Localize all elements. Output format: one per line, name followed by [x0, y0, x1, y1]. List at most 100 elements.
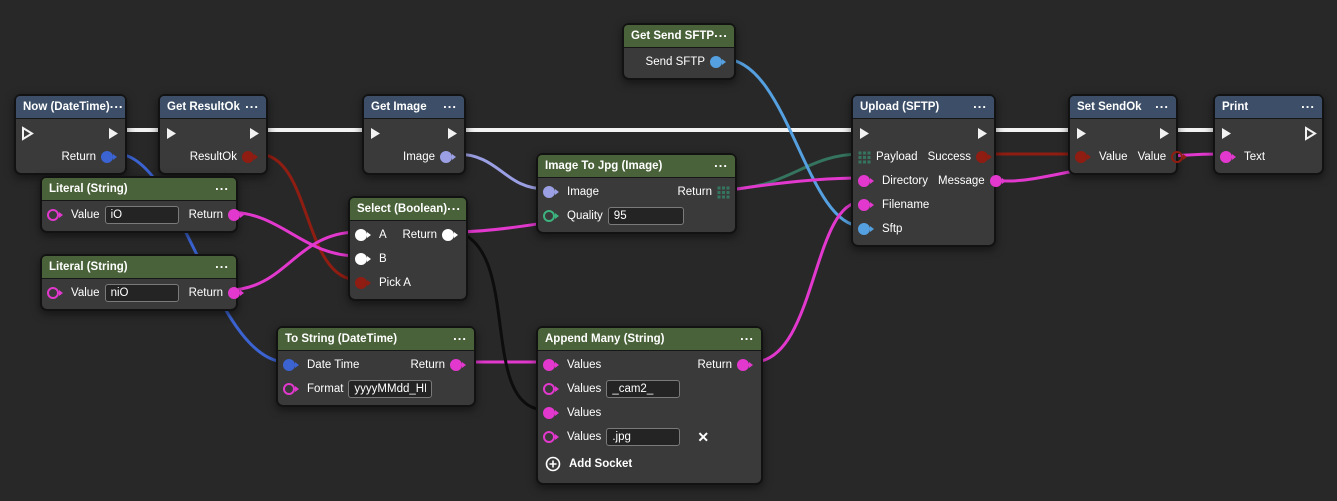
- node-literal-string-1[interactable]: Literal (String) ... Value Return: [40, 176, 245, 233]
- node-set-sendok[interactable]: Set SendOk ... Value Value: [1068, 94, 1188, 175]
- message-output-pin[interactable]: [989, 175, 1009, 187]
- wire-appendmany-return-to-upload-filename[interactable]: [752, 200, 862, 364]
- node-select-boolean[interactable]: Select (Boolean) ... A Return B Pick A: [348, 196, 468, 301]
- node-titlebar[interactable]: Select (Boolean) ...: [350, 198, 466, 221]
- node-to-string-datetime[interactable]: To String (DateTime) ... Date Time Retur…: [276, 326, 476, 407]
- values-input-pin-3[interactable]: [543, 407, 562, 419]
- flow-in-pin[interactable]: [858, 126, 871, 141]
- wire-get-send-sftp-to-upload-sftp[interactable]: [723, 57, 862, 228]
- node-titlebar[interactable]: Print ...: [1215, 96, 1322, 119]
- return-output-pin[interactable]: [101, 151, 120, 163]
- node-menu-icon[interactable]: ...: [740, 328, 754, 343]
- node-menu-icon[interactable]: ...: [109, 96, 124, 111]
- value-input-pin[interactable]: [1075, 151, 1094, 163]
- node-titlebar[interactable]: Set SendOk ...: [1070, 96, 1176, 119]
- send-sftp-output-pin[interactable]: [710, 56, 729, 68]
- quality-field[interactable]: [607, 207, 684, 225]
- return-output-pin[interactable]: [450, 359, 469, 371]
- node-titlebar[interactable]: Get ResultOk ...: [160, 96, 266, 119]
- wire-imagetojpg-return-to-upload-payload[interactable]: [726, 152, 862, 191]
- image-input-pin[interactable]: [543, 186, 562, 198]
- node-menu-icon[interactable]: ...: [1155, 96, 1169, 111]
- resultok-output-pin[interactable]: [242, 151, 261, 163]
- add-socket-button[interactable]: Add Socket: [538, 449, 761, 479]
- node-get-image[interactable]: Get Image ... Image: [362, 94, 466, 175]
- node-titlebar[interactable]: Now (DateTime) ...: [16, 96, 125, 119]
- image-output-pin[interactable]: [440, 151, 459, 163]
- value-field[interactable]: [104, 284, 179, 302]
- wire-resultok-to-select-picka[interactable]: [257, 152, 359, 282]
- node-menu-icon[interactable]: ...: [447, 198, 461, 213]
- values-input-pin-4[interactable]: [543, 431, 562, 443]
- node-titlebar[interactable]: Upload (SFTP) ...: [853, 96, 994, 119]
- flow-out-pin[interactable]: [1304, 125, 1317, 141]
- flow-out-pin[interactable]: [446, 126, 459, 141]
- return-output-pin[interactable]: [228, 287, 247, 299]
- node-titlebar[interactable]: Literal (String) ...: [42, 178, 236, 201]
- node-now-datetime[interactable]: Now (DateTime) ... Return: [14, 94, 127, 175]
- a-input-pin[interactable]: [355, 229, 374, 241]
- flow-in-pin[interactable]: [1075, 126, 1088, 141]
- flow-out-pin[interactable]: [248, 126, 261, 141]
- wire-literal2-return-to-select-a[interactable]: [227, 230, 359, 292]
- node-menu-icon[interactable]: ...: [215, 256, 229, 271]
- return-output-pin[interactable]: [442, 229, 461, 241]
- flow-out-pin[interactable]: [1158, 126, 1171, 141]
- node-menu-icon[interactable]: ...: [714, 155, 728, 170]
- flow-in-pin[interactable]: [165, 126, 178, 141]
- datetime-input-pin[interactable]: [283, 359, 302, 371]
- node-menu-icon[interactable]: ...: [453, 328, 467, 343]
- node-titlebar[interactable]: Image To Jpg (Image) ...: [538, 155, 735, 178]
- delete-socket-icon[interactable]: ✕: [697, 428, 710, 445]
- wire-literal1-return-to-select-b[interactable]: [227, 210, 359, 258]
- payload-input-grid-pin[interactable]: [858, 151, 871, 164]
- value-input-pin[interactable]: [47, 287, 66, 299]
- node-append-many-string[interactable]: Append Many (String) ... Values Return V…: [536, 326, 763, 485]
- values-field-4[interactable]: [606, 428, 681, 446]
- flow-in-pin[interactable]: [1220, 126, 1233, 141]
- success-output-pin[interactable]: [976, 151, 995, 163]
- b-input-pin[interactable]: [355, 253, 374, 265]
- values-input-pin-2[interactable]: [543, 383, 562, 395]
- value-field[interactable]: [104, 206, 179, 224]
- node-menu-icon[interactable]: ...: [973, 96, 987, 111]
- text-input-pin[interactable]: [1220, 151, 1239, 163]
- pick-a-input-pin[interactable]: [355, 277, 374, 289]
- node-get-resultok[interactable]: Get ResultOk ... ResultOk: [158, 94, 268, 175]
- node-titlebar[interactable]: Get Send SFTP ...: [624, 25, 734, 48]
- value-input-pin[interactable]: [47, 209, 66, 221]
- node-titlebar[interactable]: To String (DateTime) ...: [278, 328, 474, 351]
- node-menu-icon[interactable]: ...: [215, 178, 229, 193]
- wire-get-image-to-imagetojpg[interactable]: [455, 152, 547, 191]
- node-menu-icon[interactable]: ...: [245, 96, 259, 111]
- filename-input-pin[interactable]: [858, 199, 877, 211]
- format-field[interactable]: [348, 380, 433, 398]
- return-output-grid-pin[interactable]: [717, 186, 730, 199]
- node-literal-string-2[interactable]: Literal (String) ... Value Return: [40, 254, 245, 311]
- node-menu-icon[interactable]: ...: [1301, 96, 1315, 111]
- node-titlebar[interactable]: Get Image ...: [364, 96, 464, 119]
- node-image-to-jpg[interactable]: Image To Jpg (Image) ... Image Return Qu…: [536, 153, 737, 234]
- quality-input-pin[interactable]: [543, 210, 562, 222]
- wire-select-return-to-appendmany-values3[interactable]: [457, 230, 547, 412]
- sftp-input-pin[interactable]: [858, 223, 877, 235]
- format-input-pin[interactable]: [283, 383, 302, 395]
- values-input-pin-1[interactable]: [543, 359, 562, 371]
- flow-out-pin[interactable]: [107, 126, 120, 141]
- values-field-2[interactable]: [606, 380, 681, 398]
- return-output-pin[interactable]: [228, 209, 247, 221]
- value-output-pin[interactable]: [1171, 151, 1190, 163]
- node-menu-icon[interactable]: ...: [443, 96, 457, 111]
- flow-in-pin[interactable]: [369, 126, 382, 141]
- flow-in-pin[interactable]: [21, 125, 34, 141]
- node-titlebar[interactable]: Literal (String) ...: [42, 256, 236, 279]
- node-get-send-sftp[interactable]: Get Send SFTP ... Send SFTP: [622, 23, 736, 80]
- node-titlebar[interactable]: Append Many (String) ...: [538, 328, 761, 351]
- node-print[interactable]: Print ... Text: [1213, 94, 1324, 175]
- return-output-pin[interactable]: [737, 359, 756, 371]
- node-menu-icon[interactable]: ...: [714, 25, 728, 40]
- node-upload-sftp[interactable]: Upload (SFTP) ... Payload: [851, 94, 1006, 247]
- flow-out-pin[interactable]: [976, 126, 989, 141]
- directory-input-pin[interactable]: [858, 175, 877, 187]
